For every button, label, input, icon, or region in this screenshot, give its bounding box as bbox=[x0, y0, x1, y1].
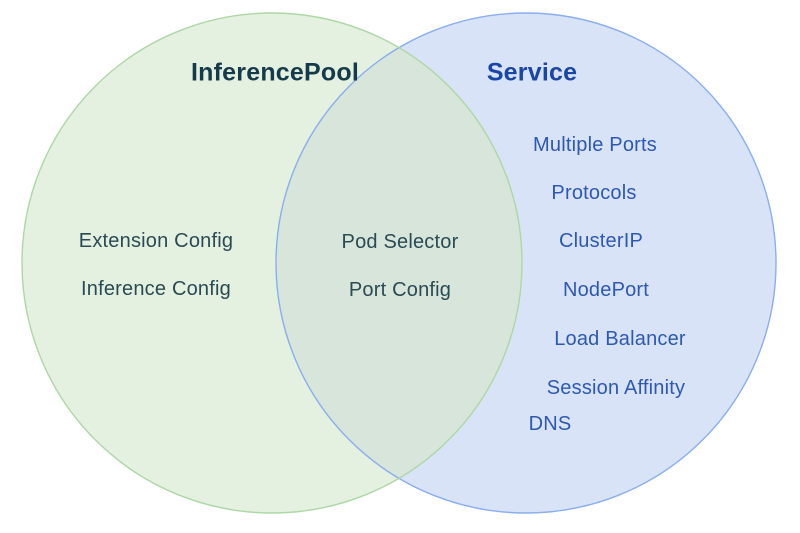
service-item-multiple-ports: Multiple Ports bbox=[533, 134, 657, 156]
inferencepool-title: InferencePool bbox=[191, 58, 359, 87]
service-title: Service bbox=[486, 58, 578, 87]
overlap-region bbox=[276, 13, 522, 513]
service-item-nodeport: NodePort bbox=[562, 279, 650, 301]
inferencepool-item-inference-config: Inference Config bbox=[81, 278, 231, 300]
service-item-session-affinity: Session Affinity bbox=[546, 377, 686, 399]
inferencepool-item-extension-config: Extension Config bbox=[78, 230, 234, 252]
service-item-protocols: Protocols bbox=[551, 182, 637, 204]
service-item-dns: DNS bbox=[528, 413, 572, 435]
service-item-load-balancer: Load Balancer bbox=[554, 328, 686, 350]
service-circle-outline bbox=[275, 12, 777, 514]
overlap-item-pod-selector: Pod Selector bbox=[341, 231, 459, 253]
service-item-clusterip: ClusterIP bbox=[558, 230, 644, 252]
inferencepool-circle-outline bbox=[21, 12, 523, 514]
overlap-item-port-config: Port Config bbox=[348, 279, 452, 301]
